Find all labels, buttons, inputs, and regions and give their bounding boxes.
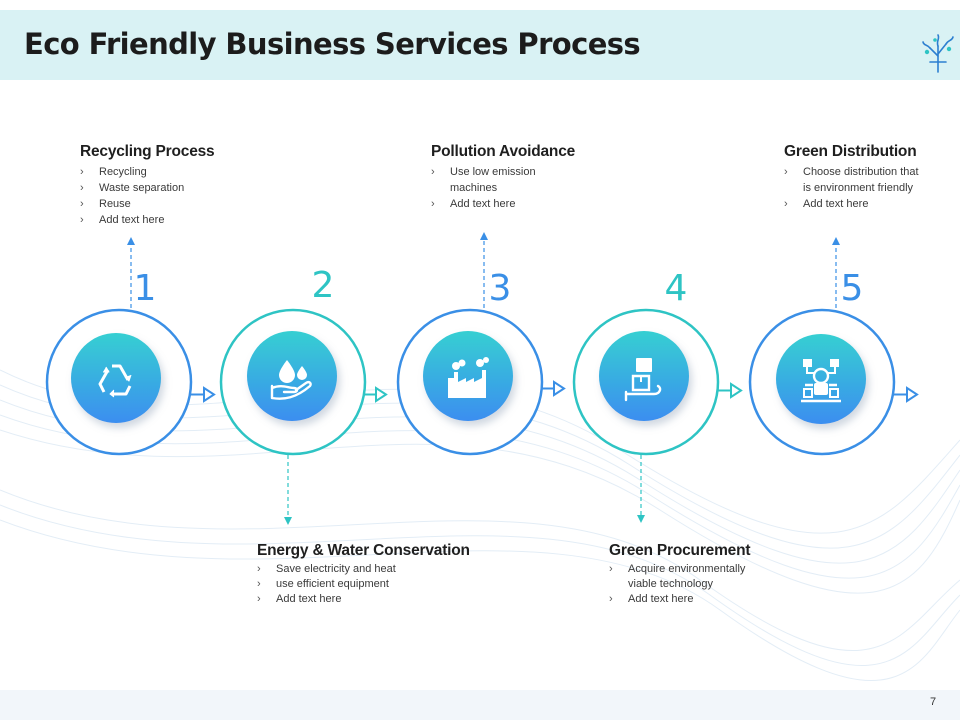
- arrowhead-4: [637, 515, 645, 523]
- bullet-item: Add text here: [431, 196, 571, 212]
- bullet-item: Acquire environmentally viable technolog…: [609, 562, 774, 592]
- flow-arrow-5: [906, 386, 919, 403]
- flow-arrow-2: [375, 386, 388, 403]
- box-hand-icon: [624, 358, 662, 402]
- flow-arrow-1: [203, 386, 216, 403]
- step-bullets-2: Save electricity and heat use efficient …: [257, 562, 457, 607]
- arrowhead-2: [284, 517, 292, 525]
- step-bullets-5: Choose distribution that is environment …: [784, 164, 924, 212]
- step-bullets-1: Recycling Waste separation Reuse Add tex…: [80, 164, 240, 228]
- bullet-item: Save electricity and heat: [257, 562, 457, 577]
- water-hand-icon: [270, 360, 312, 400]
- bullet-item: Add text here: [609, 592, 774, 607]
- bullet-item: Add text here: [784, 196, 924, 212]
- page-title: Eco Friendly Business Services Process: [24, 27, 641, 61]
- step-title-3: Pollution Avoidance: [431, 143, 576, 160]
- step-number-4: 4: [664, 268, 688, 309]
- step-title-2: Energy & Water Conservation: [257, 542, 470, 559]
- step-bullets-4: Acquire environmentally viable technolog…: [609, 562, 774, 607]
- eco-logo-icon: [922, 34, 954, 73]
- step-number-2: 2: [311, 265, 335, 306]
- bullet-item: Waste separation: [80, 180, 240, 196]
- factory-icon: [448, 357, 489, 398]
- recycle-icon: [98, 364, 132, 398]
- step-number-3: 3: [488, 268, 512, 309]
- bullet-item: Choose distribution that is environment …: [784, 164, 924, 196]
- step-title-5: Green Distribution: [784, 143, 917, 160]
- page-number: 7: [930, 696, 937, 708]
- step-disc-1: [71, 333, 161, 423]
- flow-arrow-3: [553, 380, 566, 397]
- arrowhead-5: [832, 237, 840, 245]
- step-title-1: Recycling Process: [80, 143, 215, 160]
- bullet-item: use efficient equipment: [257, 577, 457, 592]
- title-bar: Eco Friendly Business Services Process: [0, 10, 960, 80]
- bullet-item: Use low emission machines: [431, 164, 571, 196]
- bullet-item: Reuse: [80, 196, 240, 212]
- arrowhead-3: [480, 232, 488, 240]
- step-bullets-3: Use low emission machines Add text here: [431, 164, 571, 212]
- flow-arrow-4: [730, 382, 743, 399]
- bullet-item: Add text here: [80, 212, 240, 228]
- arrowhead-1: [127, 237, 135, 245]
- step-number-1: 1: [133, 268, 157, 309]
- step-disc-3: [423, 331, 513, 421]
- bullet-item: Recycling: [80, 164, 240, 180]
- distribution-robot-icon: [801, 359, 841, 403]
- step-disc-5: [776, 334, 866, 424]
- bullet-item: Add text here: [257, 592, 457, 607]
- step-title-4: Green Procurement: [609, 542, 751, 559]
- step-number-5: 5: [840, 268, 864, 309]
